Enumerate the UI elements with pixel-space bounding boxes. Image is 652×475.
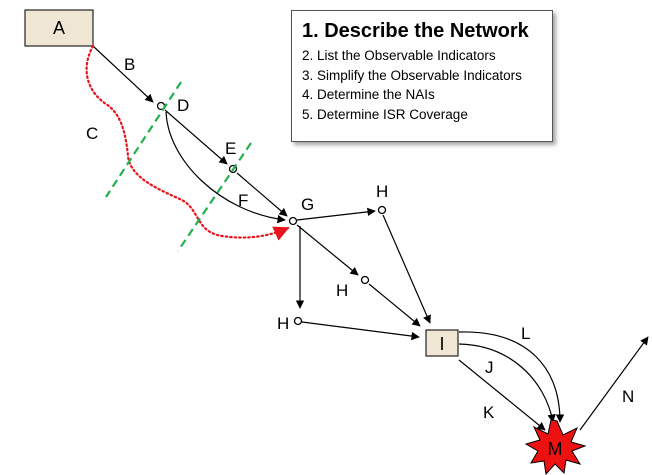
edge-b	[92, 45, 154, 103]
node-e-label: E	[225, 139, 236, 158]
node-i-box	[425, 329, 459, 357]
node-h2	[360, 275, 370, 285]
edge-b-label: B	[124, 55, 135, 74]
node-a-box	[24, 9, 94, 47]
step-item: 3. Simplify the Observable Indicators	[302, 67, 522, 83]
node-i-label: I	[439, 334, 444, 354]
node-h1-label: H	[376, 182, 388, 201]
node-g	[288, 216, 298, 226]
edge-k-label: K	[483, 403, 495, 422]
target-m-burst	[524, 419, 587, 475]
dashed-line-1	[105, 81, 182, 198]
node-g-label: G	[301, 195, 314, 214]
edge-g-h1	[296, 207, 376, 221]
edge-f	[165, 111, 286, 224]
node-h3-label: H	[277, 314, 289, 333]
edge-e-g	[236, 172, 288, 217]
steps-title: 1. Describe the Network	[302, 20, 529, 42]
node-h2-label: H	[336, 281, 348, 300]
node-a-label: A	[53, 18, 65, 38]
edge-j-label: J	[485, 358, 494, 377]
dashed-line-2	[177, 142, 252, 252]
edge-h1-i	[382, 214, 431, 324]
step-item: 5. Determine ISR Coverage	[302, 106, 468, 122]
steps-callout: 1. Describe the Network 2. List the Obse…	[291, 10, 553, 142]
edge-h3-i	[301, 321, 420, 341]
node-h3	[293, 316, 303, 326]
edge-k	[458, 359, 546, 431]
node-h1	[377, 205, 387, 215]
target-m-label: M	[548, 439, 563, 459]
node-d-label: D	[177, 96, 189, 115]
edge-l	[458, 331, 565, 423]
edge-d-e	[164, 109, 228, 165]
edge-n-label: N	[622, 387, 634, 406]
edge-j	[458, 343, 556, 423]
edge-g-h2	[296, 224, 359, 276]
edge-h2-i	[368, 283, 421, 327]
edge-l-label: L	[521, 324, 530, 343]
step-item: 4. Determine the NAIs	[302, 87, 435, 102]
edge-f-label: F	[238, 191, 248, 210]
step-item: 2. List the Observable Indicators	[302, 48, 496, 63]
edge-n	[579, 336, 649, 431]
dotted-route-c	[85, 44, 290, 241]
route-c-label: C	[86, 124, 98, 143]
